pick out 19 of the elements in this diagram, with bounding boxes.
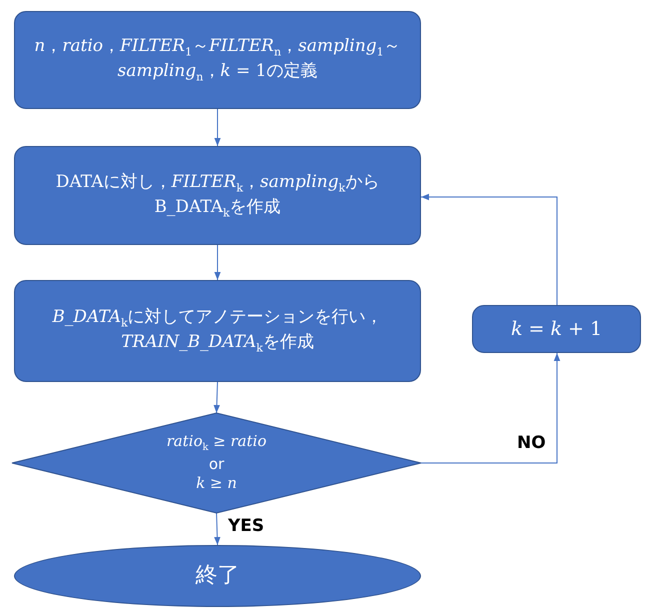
node-text: B_DATA$_{k}$に対してアノテーションを行い，TRAIN_B_DATA$_{k}$を作成 [51, 306, 384, 356]
process-box [472, 305, 641, 353]
node-text: 終了 [196, 562, 240, 590]
process-box [14, 280, 421, 382]
arrow [214, 382, 220, 414]
node-text: k = k + 1 [510, 316, 602, 342]
arrow [214, 108, 221, 146]
node-text: n，ratio，FILTER$_{1}$～FILTER$_{n}$，sampling$_{1}$～sampling$_{n}$，k = 1の定義 [33, 35, 402, 85]
arrow [420, 194, 558, 306]
decision-diamond [12, 413, 421, 513]
process-box [14, 11, 421, 109]
node-text: k ≥ n [196, 474, 237, 494]
arrow [214, 244, 221, 280]
process-box [14, 146, 421, 245]
arrow [214, 512, 220, 546]
node-text: or [208, 454, 224, 474]
node-text: ratio$_{k}$ ≥ ratio [166, 432, 266, 455]
arrow [420, 352, 560, 464]
node-text: DATAに対し，FILTER$_{k}$，sampling$_{k}$からB_DATA$_{k}$を作成 [54, 170, 380, 220]
